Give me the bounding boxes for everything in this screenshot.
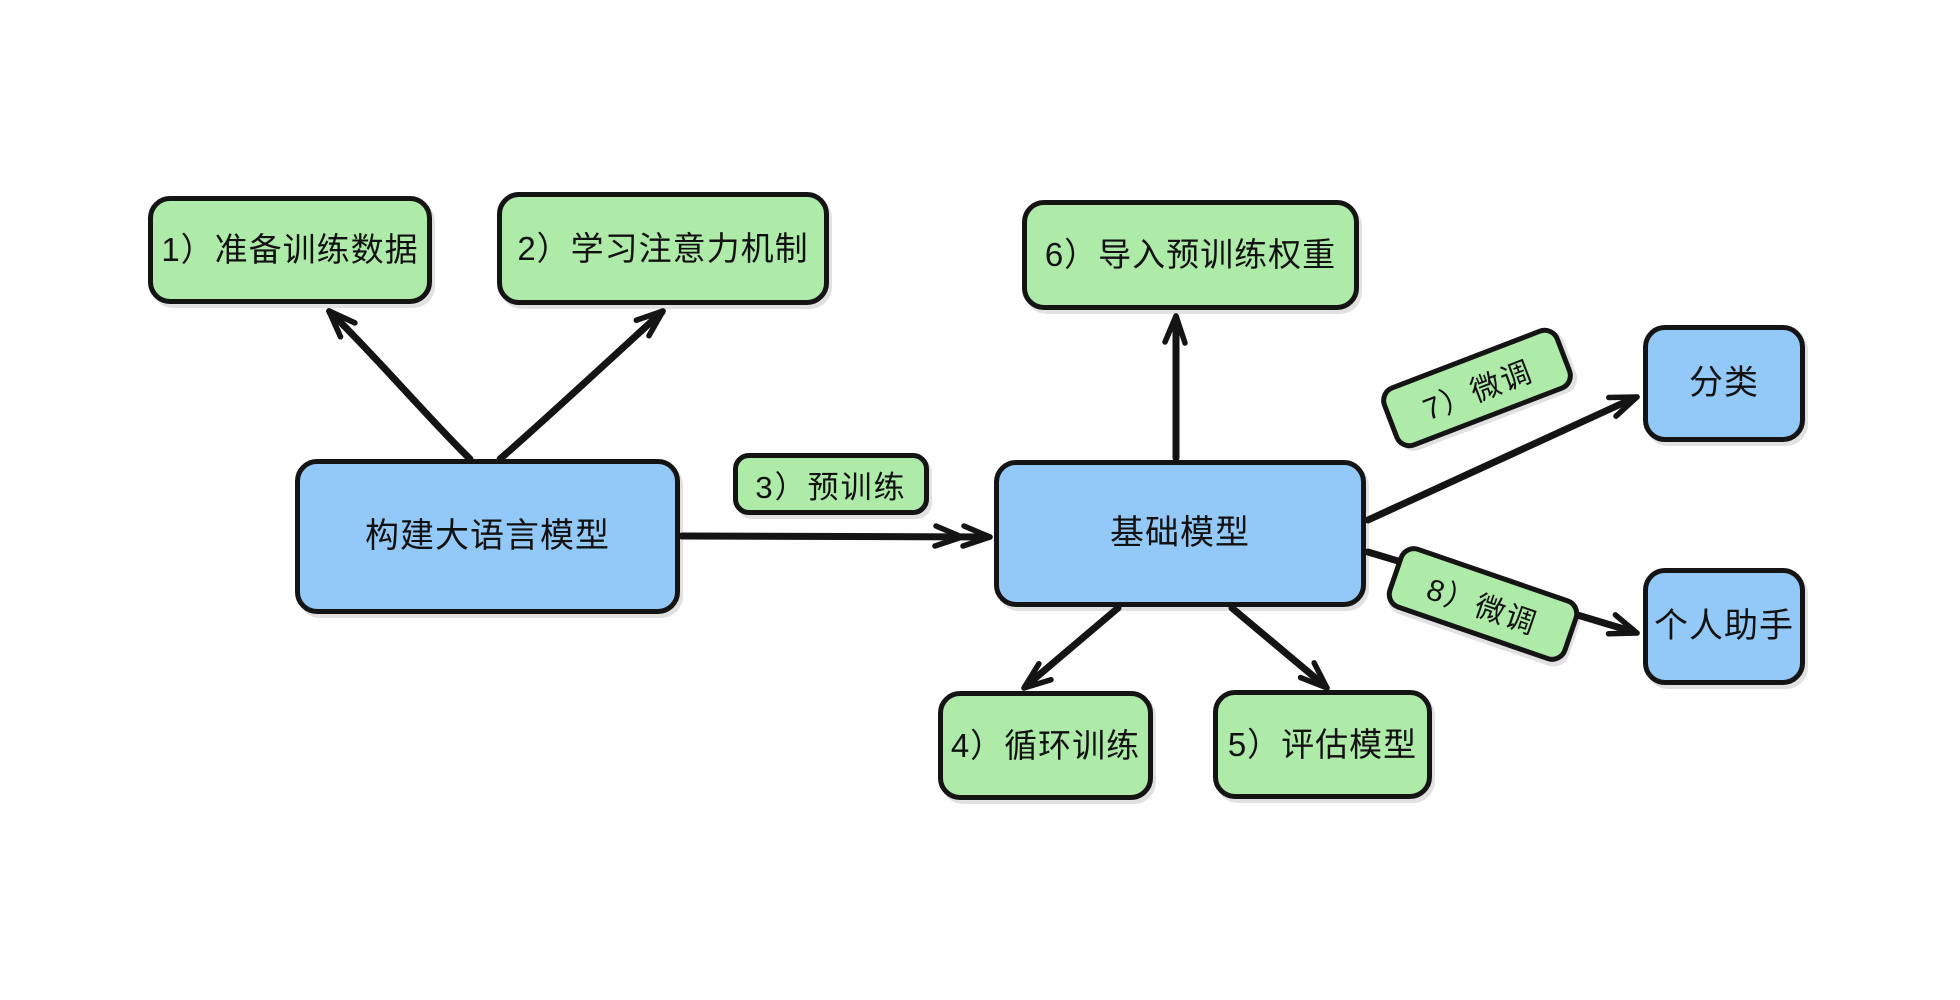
- node-step4-loop-training[interactable]: 4）循环训练: [938, 691, 1153, 800]
- edge-label-text: 8）微调: [1422, 573, 1542, 642]
- edge-label-step7-finetune[interactable]: 7）微调: [1376, 323, 1578, 453]
- node-label: 2）学习注意力机制: [517, 229, 809, 267]
- node-personal-assistant[interactable]: 个人助手: [1643, 568, 1805, 685]
- edge-base-to-step5: [1228, 604, 1334, 695]
- node-label: 1）准备训练数据: [161, 231, 419, 269]
- edge-base-to-step6: [1165, 316, 1185, 462]
- edge-label-text: 3）预训练: [755, 469, 907, 505]
- node-label: 4）循环训练: [950, 726, 1141, 764]
- edge-llm-to-step2: [496, 303, 669, 463]
- node-classification[interactable]: 分类: [1643, 325, 1805, 442]
- node-step1-prepare-training-data[interactable]: 1）准备训练数据: [148, 196, 432, 304]
- node-label: 分类: [1689, 363, 1759, 402]
- node-label: 构建大语言模型: [365, 516, 610, 555]
- edge-llm-to-step1: [321, 304, 474, 463]
- edge-base-to-step4: [1018, 604, 1122, 696]
- node-label: 个人助手: [1654, 606, 1794, 645]
- node-foundation-model[interactable]: 基础模型: [994, 460, 1366, 607]
- node-step5-evaluate-model[interactable]: 5）评估模型: [1213, 690, 1432, 799]
- node-label: 基础模型: [1110, 513, 1250, 552]
- node-step6-load-pretrained-weights[interactable]: 6）导入预训练权重: [1022, 200, 1359, 310]
- node-label: 6）导入预训练权重: [1044, 236, 1337, 274]
- edge-label-step3-pretrain[interactable]: 3）预训练: [733, 453, 929, 515]
- node-step2-learn-attention-mechanism[interactable]: 2）学习注意力机制: [497, 192, 829, 305]
- edge-label-text: 7）微调: [1418, 355, 1538, 428]
- node-label: 5）评估模型: [1227, 725, 1418, 763]
- edge-llm-to-base: [678, 526, 990, 546]
- edge-label-step8-finetune[interactable]: 8）微调: [1382, 541, 1584, 667]
- node-build-llm[interactable]: 构建大语言模型: [295, 459, 680, 614]
